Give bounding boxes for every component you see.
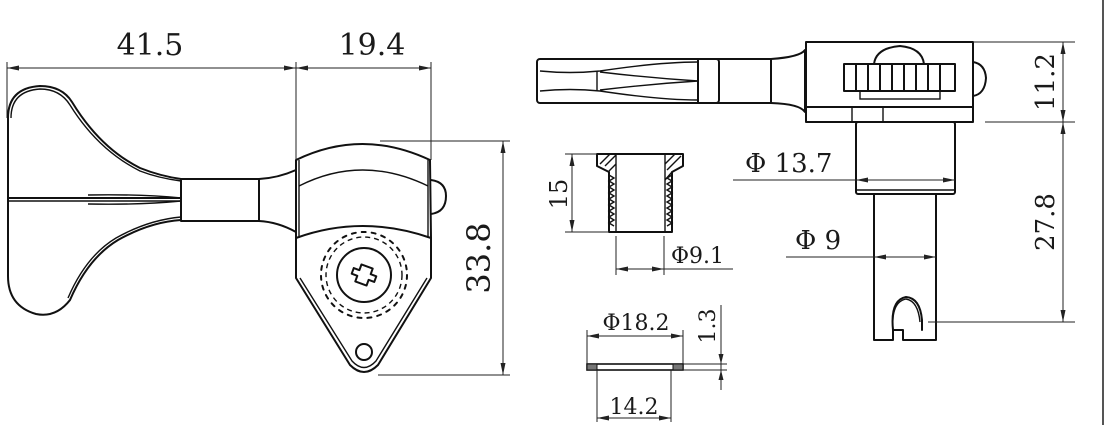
dimension-post-length: 27.8 [928,122,1075,323]
top-view-key [536,49,806,113]
dimension-bushing-height: 15 [545,153,609,233]
dim-label-phi-9-1: Φ9.1 [671,244,724,269]
dim-label-27-8: 27.8 [1031,193,1061,251]
dim-label-11-2: 11.2 [1031,53,1061,111]
dim-label-phi-9: Φ 9 [795,226,841,256]
dim-label-phi-13-7: Φ 13.7 [745,149,832,179]
dimension-washer-outer: Φ18.2 [586,311,684,364]
top-view: Φ 13.7 Φ 9 11.2 27.8 [536,41,1075,341]
dimension-post-diameter: Φ 9 [786,226,936,260]
top-view-string-post [855,121,956,341]
dim-label-phi-18-2: Φ18.2 [602,311,669,336]
washer-view: Φ18.2 14.2 1.3 [586,305,727,422]
dim-label-14-2: 14.2 [610,395,659,420]
dimension-button-length: 41.5 [6,28,297,170]
dimension-housing-height: 11.2 [973,41,1075,123]
tuner-housing [295,143,447,373]
tuner-key-button [7,85,297,316]
dim-label-15: 15 [545,179,573,210]
dimension-bushing-diameter: Φ9.1 [615,236,733,275]
dimension-plate-height: 33.8 [378,140,510,376]
top-view-worm-gear [855,63,941,92]
dimension-washer-thickness: 1.3 [683,305,727,390]
top-view-housing [805,41,987,123]
dim-label-41-5: 41.5 [117,28,184,63]
tuner-gear [320,231,408,319]
dimension-housing-diameter: Φ 13.7 [733,149,955,183]
dimension-washer-inner: 14.2 [596,370,672,422]
side-view: 41.5 19.4 [6,28,510,376]
bushing-hatch [599,153,682,181]
dim-label-1-3: 1.3 [696,309,721,344]
dimension-housing-width: 19.4 [296,28,432,160]
bushing-view: 15 Φ9.1 [545,153,733,275]
dim-label-19-4: 19.4 [339,28,406,63]
dim-label-33-8: 33.8 [460,222,498,293]
